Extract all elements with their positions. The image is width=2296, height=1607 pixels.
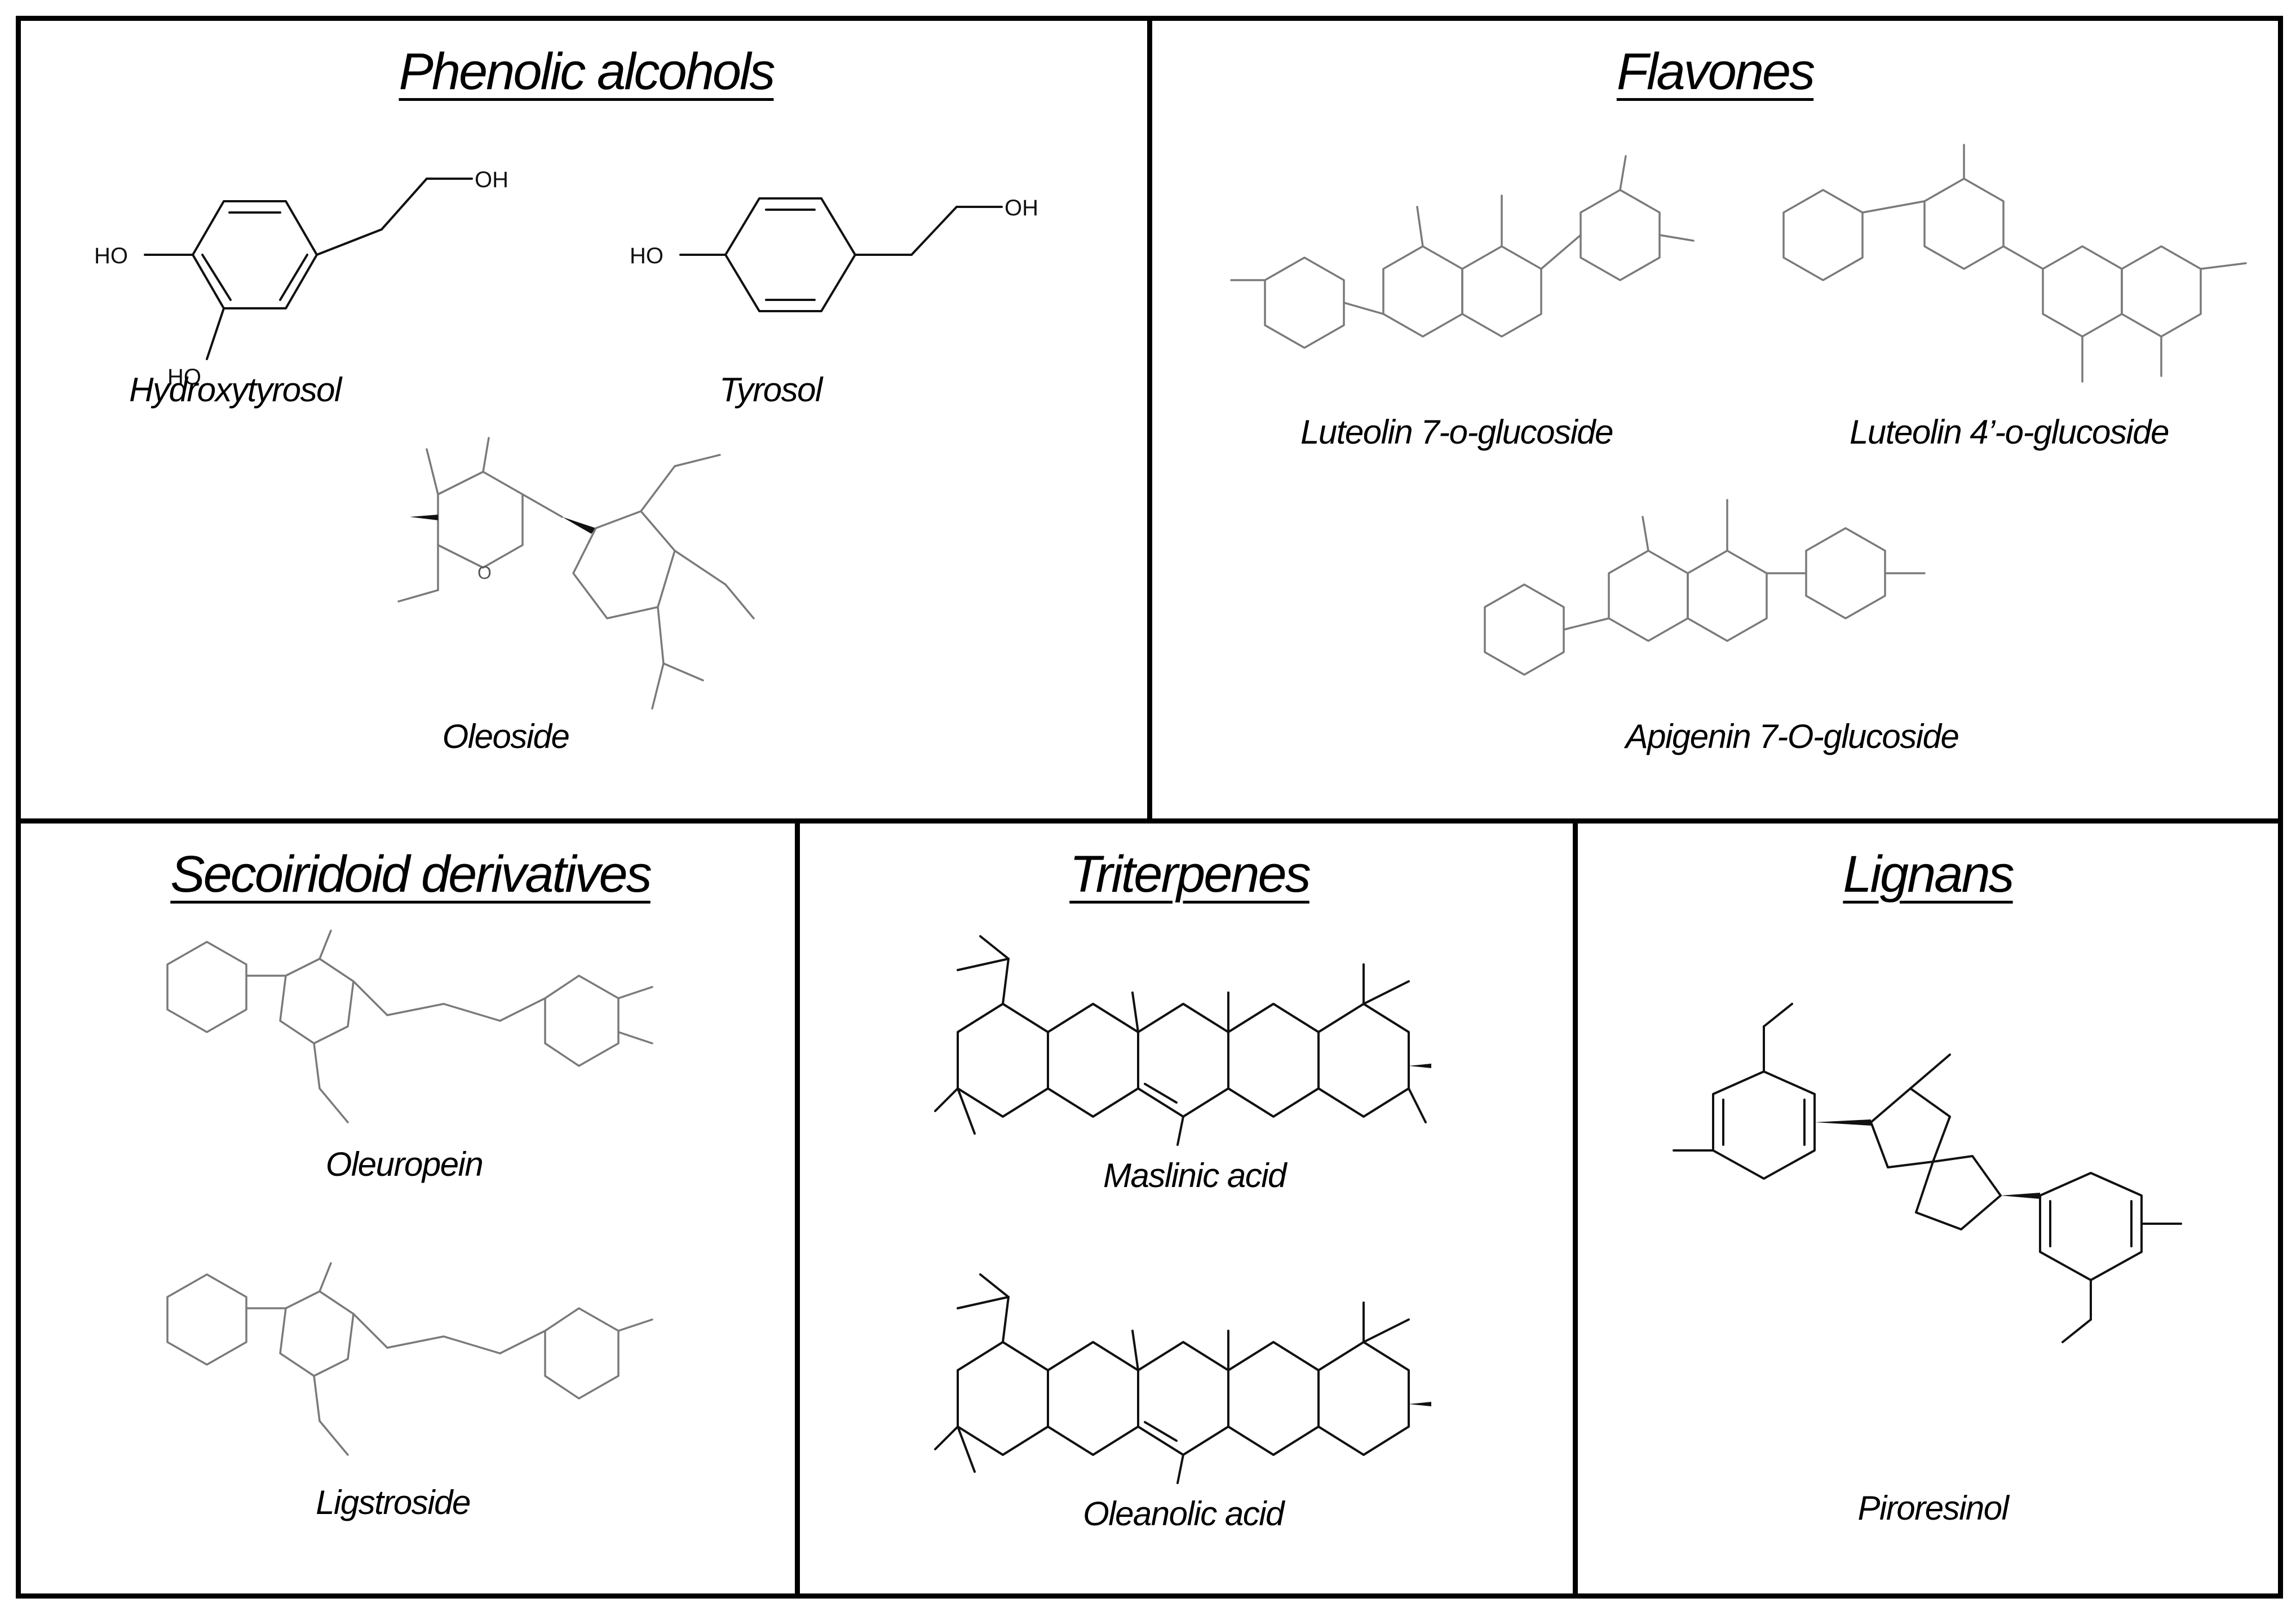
- panel-lignans: Lignans Piroresinol: [1573, 818, 2283, 1599]
- compound-label-ligstroside: Ligstroside: [316, 1484, 471, 1521]
- maslinic-acid-structure: [934, 935, 1431, 1146]
- tyrosol-structure: OH HO: [630, 196, 1038, 312]
- panel-phenolic-alcohols: Phenolic alcohols OH HO HO Hydroxytyroso…: [16, 16, 1157, 825]
- panel-secoiridoid-derivatives: Secoiridoid derivatives Oleuropein: [16, 818, 805, 1599]
- o-label: O: [477, 563, 492, 583]
- oleuropein-structure: [166, 929, 653, 1123]
- ligstroside-structure: [166, 1262, 653, 1456]
- panel-title-flavones: Flavones: [1616, 43, 1815, 100]
- panel-triterpenes: Triterpenes Maslinic acid: [795, 818, 1584, 1599]
- panel-title-secoiridoid-derivatives: Secoiridoid derivatives: [170, 845, 652, 903]
- compound-label-maslinic-acid: Maslinic acid: [1103, 1157, 1286, 1194]
- compound-label-oleoside: Oleoside: [442, 718, 570, 755]
- compound-label-apigenin-7-o-glucoside: Apigenin 7-O-glucoside: [1625, 718, 1959, 755]
- ho-label: HO: [630, 244, 663, 268]
- oleoside-structure: O: [397, 437, 755, 710]
- compound-label-hydroxytyrosol: Hydroxytyrosol: [129, 371, 342, 409]
- ho-label: HO: [94, 244, 128, 268]
- panel-title-phenolic-alcohols: Phenolic alcohols: [399, 43, 775, 100]
- luteolin-4-glucoside-structure: [1782, 144, 2247, 383]
- oh-label: OH: [475, 167, 508, 192]
- compound-label-oleanolic-acid: Oleanolic acid: [1083, 1495, 1284, 1533]
- panel-flavones: Flavones Luteolin 7-o-glucoside: [1147, 16, 2283, 825]
- luteolin-7-glucoside-structure: [1230, 155, 1695, 349]
- compound-label-luteolin-7-o-glucoside: Luteolin 7-o-glucoside: [1300, 413, 1614, 451]
- compound-label-luteolin-4-o-glucoside: Luteolin 4’-o-glucoside: [1850, 413, 2169, 451]
- hydroxytyrosol-structure: OH HO HO: [94, 167, 508, 389]
- compound-label-piroresinol: Piroresinol: [1857, 1489, 2009, 1527]
- panel-title-triterpenes: Triterpenes: [1069, 845, 1311, 903]
- oh-label: OH: [1005, 196, 1038, 220]
- compound-label-oleuropein: Oleuropein: [325, 1145, 484, 1183]
- piroresinol-structure: [1673, 1003, 2182, 1343]
- oleanolic-acid-structure: [934, 1273, 1431, 1484]
- panel-title-lignans: Lignans: [1843, 845, 2014, 903]
- compound-label-tyrosol: Tyrosol: [719, 371, 822, 409]
- ho-label: HO: [167, 365, 201, 389]
- apigenin-7-glucoside-structure: [1484, 499, 1926, 676]
